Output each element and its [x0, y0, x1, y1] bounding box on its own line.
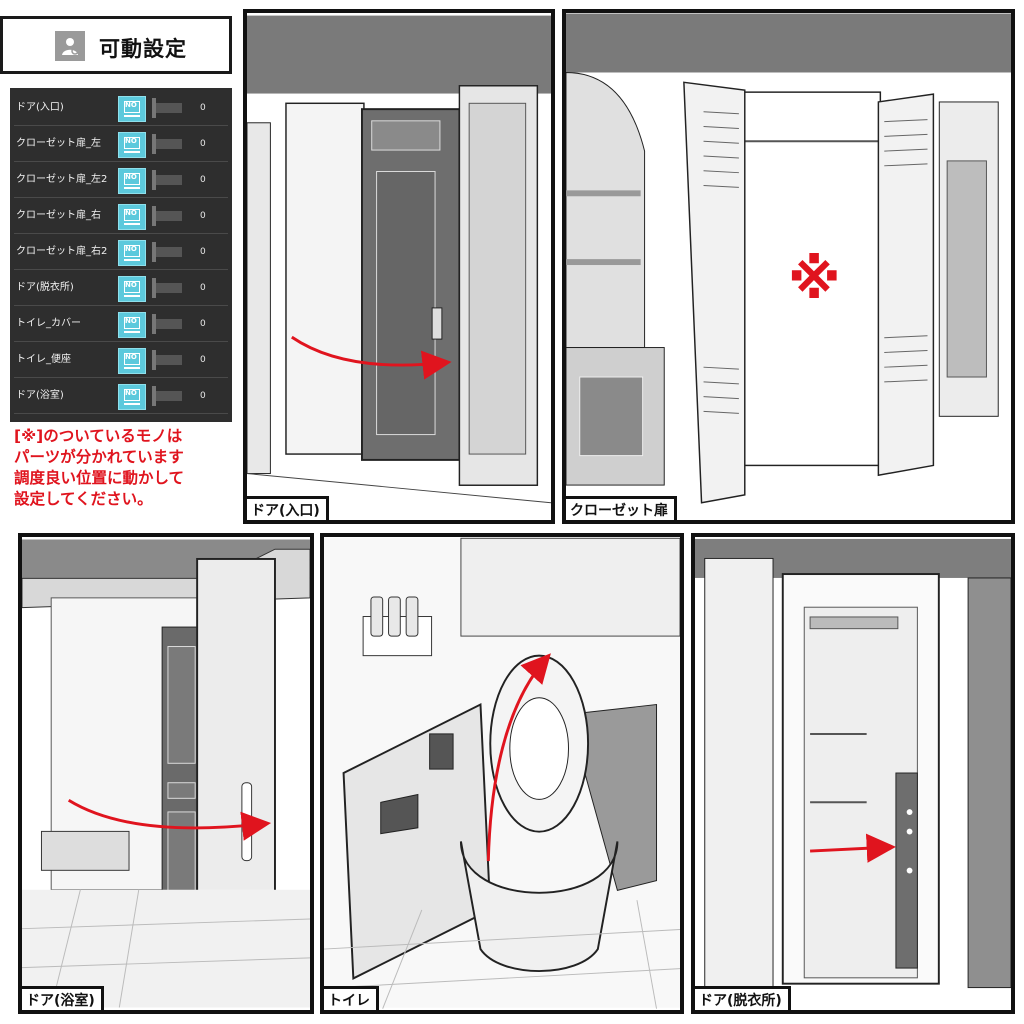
slider-track[interactable]: [154, 139, 182, 149]
setting-label: クローゼット扉_右2: [16, 246, 108, 257]
setting-row: クローゼット扉_左 NO 0: [14, 128, 228, 162]
setting-label: トイレ_カバー: [16, 318, 81, 329]
panel-caption: クローゼット扉: [566, 496, 677, 520]
closet-illustration: [566, 13, 1011, 504]
setting-value: 0: [200, 103, 206, 113]
setting-value: 0: [200, 175, 206, 185]
toilet-illustration: [324, 537, 680, 1009]
no-toggle-button[interactable]: NO: [118, 132, 146, 158]
settings-panel: ドア(入口) NO 0 クローゼット扉_左 NO 0 クローゼット扉_左2 NO…: [10, 88, 232, 422]
setting-row: クローゼット扉_左2 NO 0: [14, 164, 228, 198]
setting-row: ドア(脱衣所) NO 0: [14, 272, 228, 306]
note-line: パーツが分かれています: [14, 448, 184, 466]
setting-value: 0: [200, 247, 206, 257]
slider-handle[interactable]: [152, 278, 156, 298]
setting-value: 0: [200, 355, 206, 365]
slider-track[interactable]: [154, 355, 182, 365]
setting-row: クローゼット扉_右2 NO 0: [14, 236, 228, 270]
setting-value: 0: [200, 283, 206, 293]
panel-entrance-door: ドア(入口): [243, 9, 555, 524]
no-toggle-button[interactable]: NO: [118, 276, 146, 302]
parts-mark: ※: [788, 248, 841, 311]
panel-dressing-door: ドア(脱衣所): [691, 533, 1015, 1014]
instruction-note: [※]のついているモノは パーツが分かれています 調度良い位置に動かして 設定し…: [14, 426, 240, 510]
setting-row: トイレ_カバー NO 0: [14, 308, 228, 342]
no-toggle-button[interactable]: NO: [118, 96, 146, 122]
entrance-door-illustration: [247, 15, 551, 504]
panel-caption: ドア(入口): [247, 496, 329, 520]
panel-bath-door: ドア(浴室): [18, 533, 314, 1014]
slider-track[interactable]: [154, 103, 182, 113]
setting-label: クローゼット扉_左2: [16, 174, 108, 185]
no-toggle-button[interactable]: NO: [118, 240, 146, 266]
no-toggle-button[interactable]: NO: [118, 168, 146, 194]
note-line: [※]のついているモノは: [14, 427, 183, 445]
figure-settings-icon: [55, 31, 85, 61]
slider-track[interactable]: [154, 391, 182, 401]
slider-track[interactable]: [154, 175, 182, 185]
setting-row: トイレ_便座 NO 0: [14, 344, 228, 378]
setting-label: ドア(入口): [16, 102, 64, 113]
panel-caption: ドア(脱衣所): [695, 986, 791, 1010]
setting-label: クローゼット扉_左: [16, 138, 101, 149]
setting-value: 0: [200, 211, 206, 221]
no-toggle-button[interactable]: NO: [118, 312, 146, 338]
setting-label: クローゼット扉_右: [16, 210, 101, 221]
slider-track[interactable]: [154, 319, 182, 329]
slider-track[interactable]: [154, 283, 182, 293]
slider-handle[interactable]: [152, 206, 156, 226]
panel-caption: トイレ: [324, 986, 379, 1010]
setting-label: トイレ_便座: [16, 354, 71, 365]
note-line: 調度良い位置に動かして: [14, 469, 185, 487]
no-toggle-button[interactable]: NO: [118, 348, 146, 374]
page-title: 可動設定: [99, 37, 187, 61]
no-toggle-button[interactable]: NO: [118, 204, 146, 230]
slider-handle[interactable]: [152, 314, 156, 334]
slider-handle[interactable]: [152, 98, 156, 118]
panel-toilet: トイレ: [320, 533, 684, 1014]
setting-row: クローゼット扉_右 NO 0: [14, 200, 228, 234]
panel-closet: ※ クローゼット扉: [562, 9, 1015, 524]
slider-handle[interactable]: [152, 170, 156, 190]
slider-handle[interactable]: [152, 134, 156, 154]
setting-value: 0: [200, 391, 206, 401]
dressing-door-illustration: [695, 538, 1011, 989]
setting-label: ドア(浴室): [16, 390, 64, 401]
setting-label: ドア(脱衣所): [16, 282, 74, 293]
setting-row: ドア(浴室) NO 0: [14, 380, 228, 414]
note-line: 設定してください。: [14, 490, 153, 508]
slider-handle[interactable]: [152, 242, 156, 262]
setting-value: 0: [200, 139, 206, 149]
setting-row: ドア(入口) NO 0: [14, 92, 228, 126]
setting-value: 0: [200, 319, 206, 329]
slider-handle[interactable]: [152, 350, 156, 370]
slider-track[interactable]: [154, 247, 182, 257]
title-box: 可動設定: [0, 16, 232, 74]
slider-track[interactable]: [154, 211, 182, 221]
bath-door-illustration: [22, 539, 310, 1008]
no-toggle-button[interactable]: NO: [118, 384, 146, 410]
panel-caption: ドア(浴室): [22, 986, 104, 1010]
slider-handle[interactable]: [152, 386, 156, 406]
